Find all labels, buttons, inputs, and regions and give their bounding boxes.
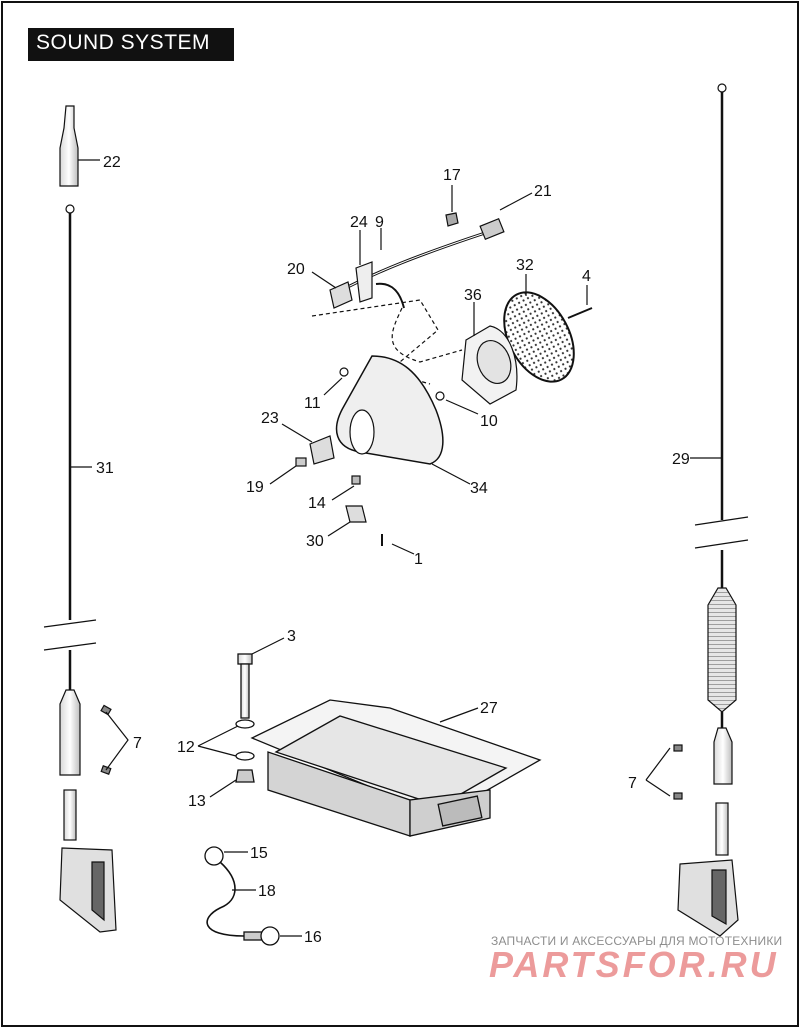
callout: 14 [308, 495, 326, 512]
callout: 19 [246, 479, 264, 496]
amplifier-assembly [235, 653, 542, 837]
callout: 16 [304, 929, 322, 946]
callout: 1 [414, 551, 423, 568]
page-title: SOUND SYSTEM [36, 31, 211, 54]
set-screw [673, 744, 683, 752]
crimp-sleeve [243, 931, 263, 941]
callout: 9 [375, 214, 384, 231]
ring-terminal-15 [204, 846, 224, 866]
antenna-spring-coil [707, 587, 737, 713]
set-screw [673, 792, 683, 800]
housing-opening [349, 409, 375, 455]
harness-branch [375, 282, 405, 309]
clip-14 [351, 475, 361, 485]
callout: 7 [628, 775, 637, 792]
ground-strap-assembly [204, 846, 280, 946]
antenna-mast-ball [717, 83, 727, 93]
antenna-mast-ball [65, 204, 75, 214]
antenna-mount-bracket [677, 859, 739, 937]
left-antenna-assembly [43, 105, 117, 933]
speaker-assembly [295, 212, 593, 546]
callout: 3 [287, 628, 296, 645]
callout: 13 [188, 793, 206, 810]
callout: 27 [480, 700, 498, 717]
amplifier-connector [437, 795, 483, 827]
antenna-base-ferrule [59, 689, 81, 776]
watermark-tagline: ЗАПЧАСТИ И АКСЕССУАРЫ ДЛЯ МОТОТЕХНИКИ [491, 934, 783, 948]
grommet-11 [339, 367, 349, 377]
callout: 17 [443, 167, 461, 184]
cap-19 [295, 457, 307, 467]
callout: 29 [672, 451, 690, 468]
antenna-base-ferrule [713, 727, 733, 785]
bolt-head-3 [237, 653, 253, 665]
antenna-tip-cap-22 [59, 105, 79, 187]
speaker-housing-34 [335, 355, 444, 465]
callout: 32 [516, 257, 534, 274]
watermark-brand: PARTSFOR.RU [489, 944, 779, 985]
callout-labels: 22 31 7 17 21 24 9 20 32 4 36 11 10 23 3… [96, 154, 690, 946]
callout: 7 [133, 735, 142, 752]
amplifier-top-panel [274, 715, 508, 807]
right-antenna-assembly [673, 83, 749, 937]
callout: 30 [306, 533, 324, 550]
nut-10 [435, 391, 445, 401]
callout: 12 [177, 739, 195, 756]
antenna-adapter [715, 802, 729, 856]
washer-12 [235, 719, 255, 729]
antenna-adapter [63, 789, 77, 841]
callout: 11 [304, 395, 321, 412]
screw-4 [567, 307, 593, 319]
harness-highlight [337, 231, 489, 293]
bolt-shank-3 [240, 663, 250, 719]
ground-wire-18 [206, 861, 245, 937]
harness-routing [391, 307, 463, 363]
callout: 34 [470, 480, 488, 497]
callout: 31 [96, 460, 114, 477]
bracket-30 [345, 505, 367, 523]
leader-lines [70, 159, 722, 937]
callout: 36 [464, 287, 482, 304]
switch-23 [309, 435, 335, 465]
bracket-24 [355, 261, 373, 303]
callout: 20 [287, 261, 305, 278]
nut-13 [235, 769, 255, 783]
relay-20 [329, 281, 353, 309]
bracket-slot [711, 869, 727, 926]
callout: 21 [534, 183, 552, 200]
washer-12b [235, 751, 255, 761]
break-mark [694, 516, 749, 549]
grommet-17 [445, 212, 459, 227]
connector-21 [479, 217, 505, 241]
bracket-slot [91, 861, 105, 922]
set-screw [100, 704, 112, 716]
callout: 10 [480, 413, 498, 430]
callout: 15 [250, 845, 268, 862]
callout: 18 [258, 883, 276, 900]
break-mark [43, 619, 97, 651]
antenna-mount-bracket [59, 847, 117, 933]
title-bar [28, 28, 234, 61]
callout: 24 [350, 214, 368, 231]
speaker-cone [476, 340, 512, 384]
callout: 23 [261, 410, 279, 427]
callout: 22 [103, 154, 121, 171]
callout: 4 [582, 268, 591, 285]
ring-terminal-16 [260, 926, 280, 946]
